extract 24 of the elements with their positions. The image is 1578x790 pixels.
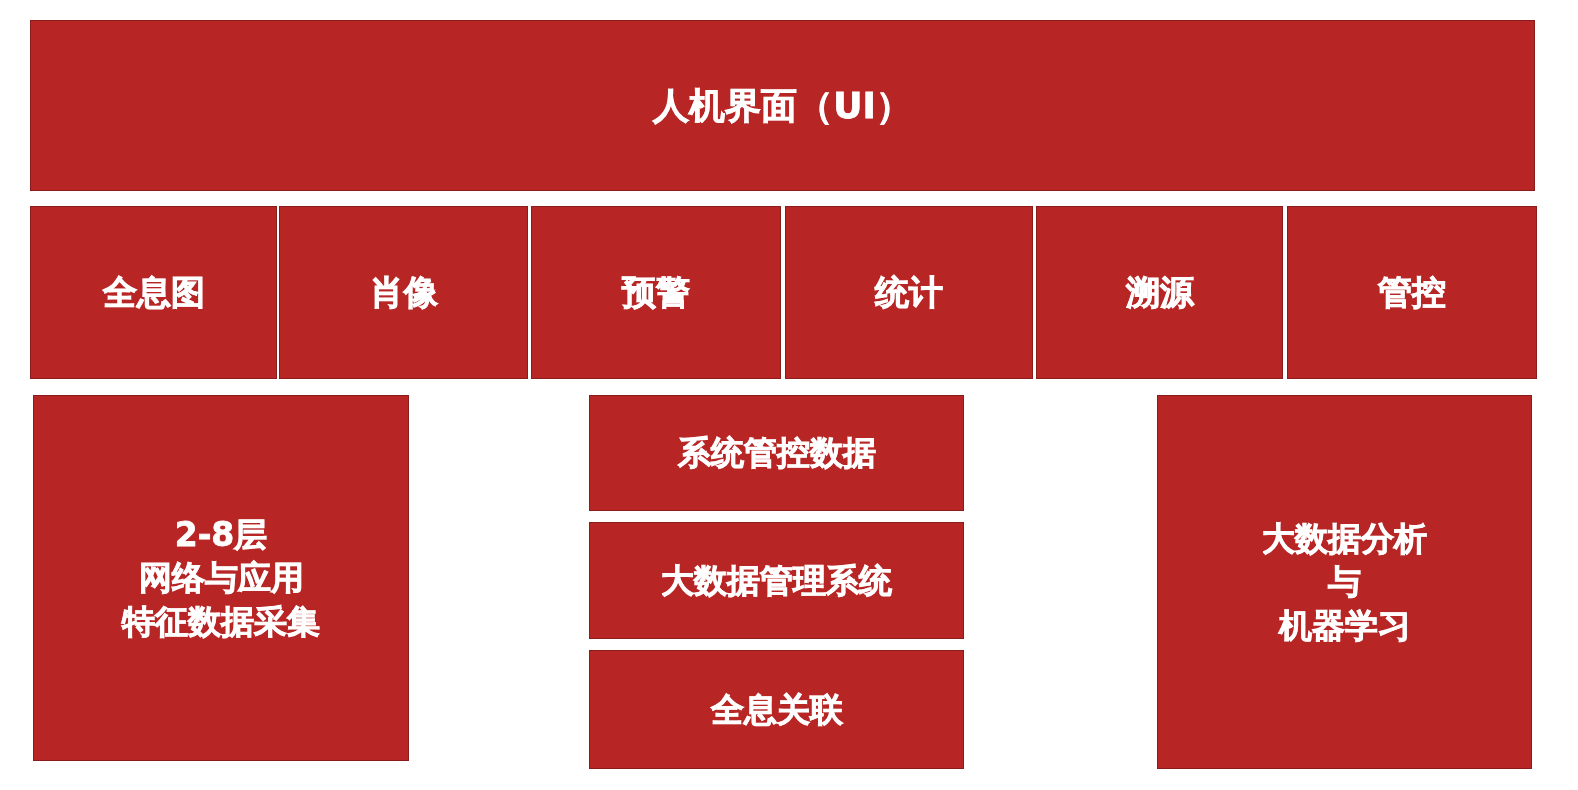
process-box xyxy=(531,206,781,379)
node-label: 全息关联 xyxy=(710,688,843,731)
node-label: 全息图 xyxy=(102,271,205,315)
node-label: 2-8层网络与应用特征数据采集 xyxy=(122,513,320,643)
node-label: 大数据管理系统 xyxy=(661,559,892,602)
process-box xyxy=(1287,206,1537,379)
node-label: 人机界面（UI） xyxy=(653,83,912,128)
process-box xyxy=(30,206,277,379)
node-label: 大数据分析与机器学习 xyxy=(1262,517,1427,647)
process-box xyxy=(589,650,964,769)
process-box xyxy=(1157,395,1532,769)
process-box xyxy=(589,522,964,639)
process-box xyxy=(30,20,1535,191)
process-box xyxy=(589,395,964,511)
node-label: 系统管控数据 xyxy=(677,432,876,475)
process-box xyxy=(33,395,409,761)
process-box xyxy=(785,206,1033,379)
node-label: 统计 xyxy=(875,271,943,315)
node-label: 肖像 xyxy=(369,271,438,315)
node-label: 预警 xyxy=(622,271,690,315)
node-label: 管控 xyxy=(1378,271,1446,315)
node-label: 溯源 xyxy=(1125,271,1194,315)
process-box xyxy=(1036,206,1283,379)
process-box xyxy=(279,206,528,379)
